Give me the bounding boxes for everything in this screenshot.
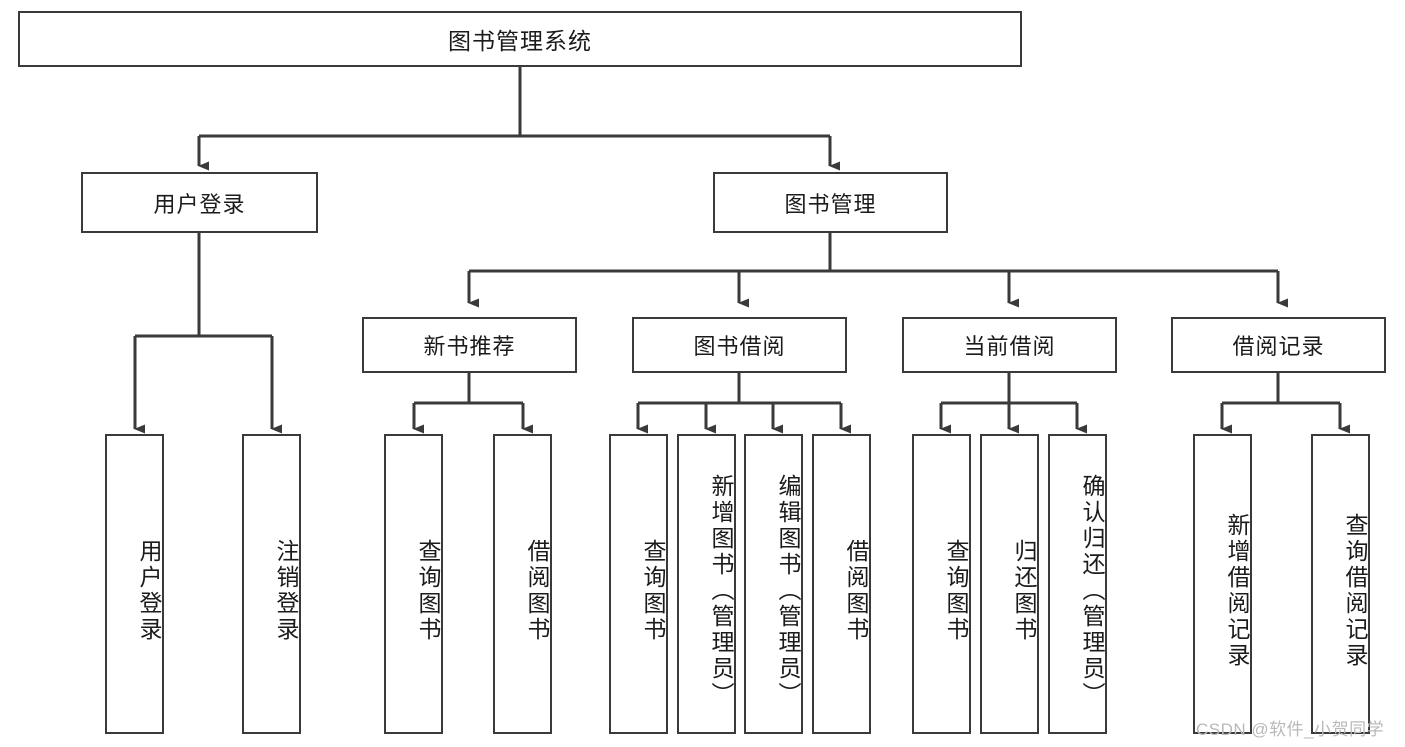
csdn-watermark: CSDN @软件_小贺同学 bbox=[1196, 720, 1385, 739]
node-book-borrow[interactable]: 图书借阅 bbox=[632, 317, 847, 373]
node-leaf-query-record[interactable]: 查询借阅记录 bbox=[1311, 434, 1370, 734]
node-leaf-confirm-return-label: 确认归还（管理员） bbox=[1079, 474, 1105, 708]
node-leaf-edit-book-label: 编辑图书（管理员） bbox=[775, 474, 801, 708]
node-book-manage[interactable]: 图书管理 bbox=[713, 172, 948, 233]
node-leaf-user-login[interactable]: 用户登录 bbox=[105, 434, 164, 734]
node-leaf-borrow-book-2[interactable]: 借阅图书 bbox=[812, 434, 871, 734]
node-leaf-add-book[interactable]: 新增图书（管理员） bbox=[677, 434, 736, 734]
node-leaf-add-record-label: 新增借阅记录 bbox=[1224, 513, 1250, 669]
node-leaf-confirm-return[interactable]: 确认归还（管理员） bbox=[1048, 434, 1107, 734]
node-leaf-query-book-2[interactable]: 查询图书 bbox=[609, 434, 668, 734]
node-borrow-record[interactable]: 借阅记录 bbox=[1171, 317, 1386, 373]
node-leaf-query-book-1[interactable]: 查询图书 bbox=[384, 434, 443, 734]
node-leaf-query-record-label: 查询借阅记录 bbox=[1342, 513, 1368, 669]
node-new-book-rec-label: 新书推荐 bbox=[423, 334, 516, 359]
node-current-borrow-label: 当前借阅 bbox=[963, 334, 1056, 359]
node-leaf-query-book-3[interactable]: 查询图书 bbox=[912, 434, 971, 734]
node-book-manage-label: 图书管理 bbox=[784, 191, 877, 217]
node-leaf-query-book-2-label: 查询图书 bbox=[640, 539, 666, 643]
node-leaf-user-login-label: 用户登录 bbox=[136, 539, 162, 643]
node-root[interactable]: 图书管理系统 bbox=[18, 11, 1022, 67]
node-leaf-query-book-1-label: 查询图书 bbox=[415, 539, 441, 643]
node-leaf-add-book-label: 新增图书（管理员） bbox=[708, 474, 734, 708]
node-leaf-borrow-book-2-label: 借阅图书 bbox=[843, 539, 869, 643]
node-user-login-label: 用户登录 bbox=[153, 191, 246, 217]
node-leaf-add-record[interactable]: 新增借阅记录 bbox=[1193, 434, 1252, 734]
node-leaf-borrow-book-1-label: 借阅图书 bbox=[524, 539, 550, 643]
node-user-login[interactable]: 用户登录 bbox=[81, 172, 318, 233]
node-leaf-return-book[interactable]: 归还图书 bbox=[980, 434, 1039, 734]
node-root-label: 图书管理系统 bbox=[448, 28, 592, 54]
node-current-borrow[interactable]: 当前借阅 bbox=[902, 317, 1117, 373]
node-leaf-edit-book[interactable]: 编辑图书（管理员） bbox=[744, 434, 803, 734]
node-new-book-rec[interactable]: 新书推荐 bbox=[362, 317, 577, 373]
node-leaf-return-book-label: 归还图书 bbox=[1011, 539, 1037, 643]
node-leaf-query-book-3-label: 查询图书 bbox=[943, 539, 969, 643]
node-leaf-logout-login[interactable]: 注销登录 bbox=[242, 434, 301, 734]
node-leaf-borrow-book-1[interactable]: 借阅图书 bbox=[493, 434, 552, 734]
node-borrow-record-label: 借阅记录 bbox=[1232, 334, 1325, 359]
node-book-borrow-label: 图书借阅 bbox=[693, 334, 786, 359]
node-leaf-logout-login-label: 注销登录 bbox=[273, 539, 299, 643]
